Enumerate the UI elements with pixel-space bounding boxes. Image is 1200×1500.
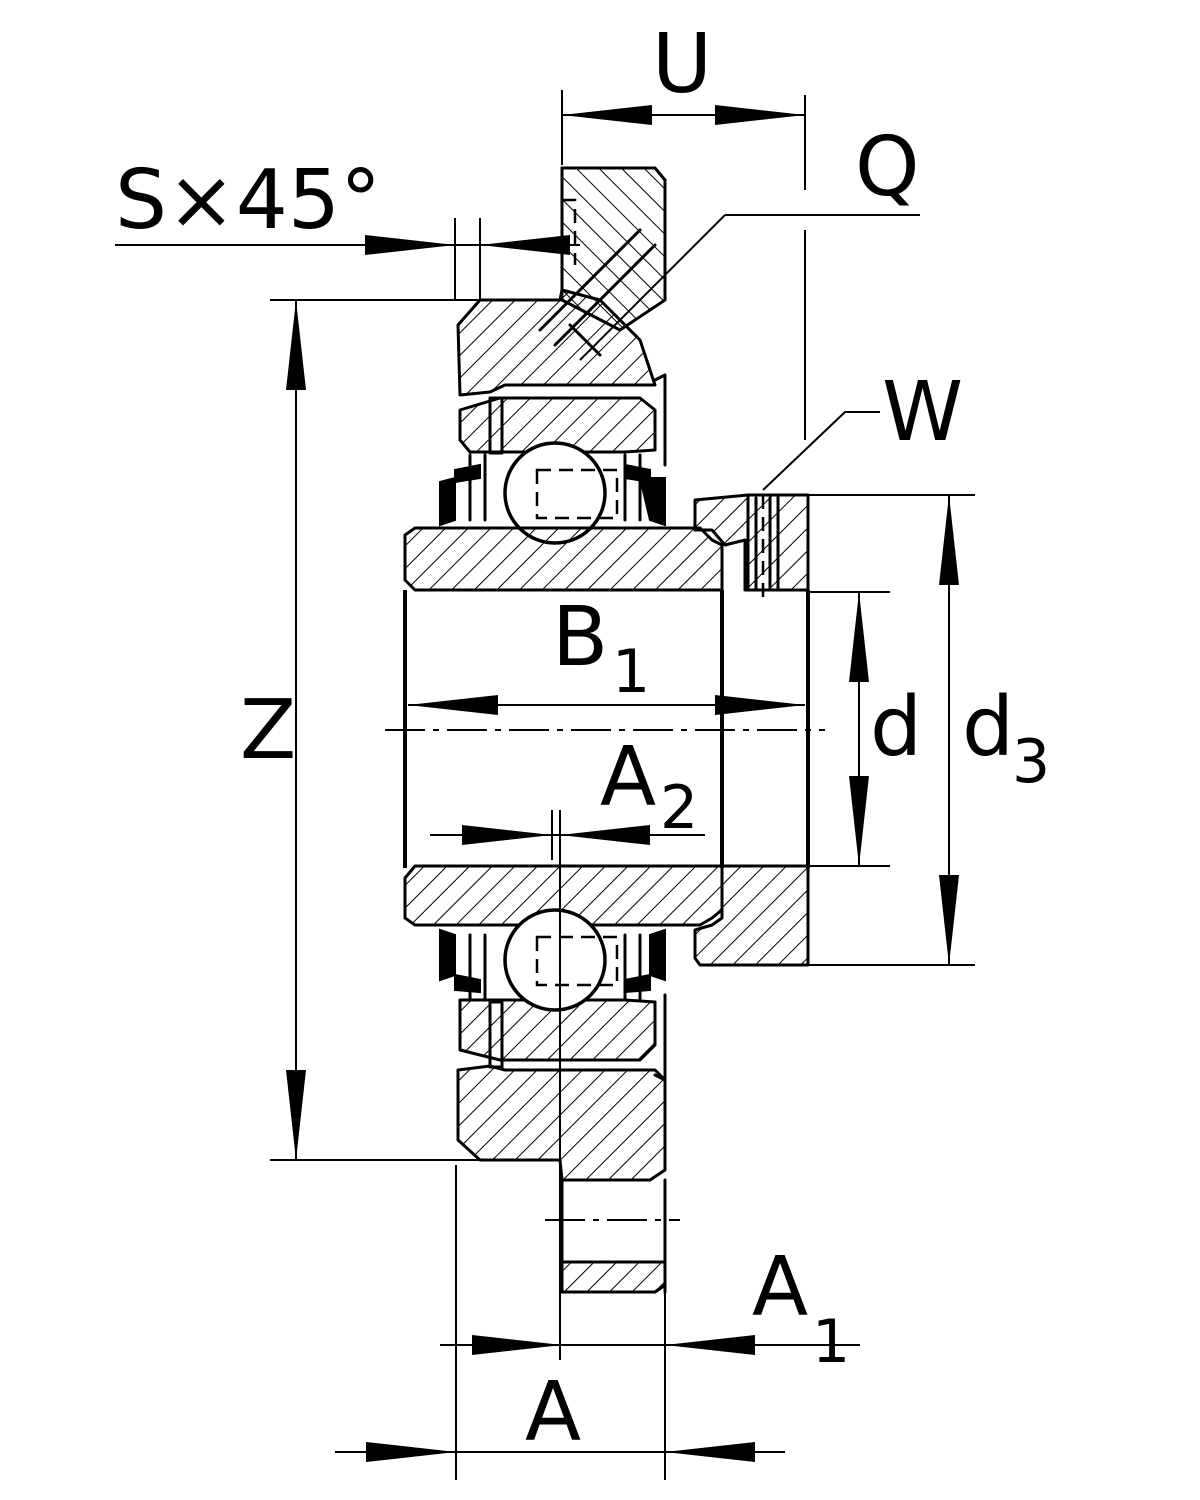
label-s45: S×45° <box>115 153 381 248</box>
label-a1-subscript: 1 <box>812 1307 850 1377</box>
shaft-bore <box>385 590 825 868</box>
label-b1-subscript: 1 <box>612 637 650 707</box>
bearing-bottom <box>439 908 667 1082</box>
label-z: Z <box>240 683 296 778</box>
inner-ring-bottom <box>403 864 724 927</box>
ball-bottom <box>503 908 607 1012</box>
dimension-lines <box>115 90 975 1480</box>
label-a: A <box>525 1365 581 1460</box>
dimension-labels: U Q S×45° W Z B 1 A 2 d d 3 A 1 A <box>115 17 1050 1460</box>
label-a1: A <box>752 1240 808 1335</box>
inner-ring-top <box>403 526 724 592</box>
housing-flange <box>456 166 667 1294</box>
bearing-top <box>439 373 667 545</box>
label-d3-subscript: 3 <box>1012 727 1050 797</box>
label-u: U <box>652 17 712 112</box>
locking-collar-bottom <box>693 864 810 967</box>
label-a2-subscript: 2 <box>660 773 698 843</box>
label-a2: A <box>600 730 656 825</box>
label-d: d <box>870 680 922 775</box>
locking-collar-top <box>693 493 810 600</box>
label-w: W <box>882 365 963 460</box>
label-q: Q <box>855 120 920 215</box>
label-d3: d <box>962 680 1014 775</box>
lubrication-channel <box>538 198 726 361</box>
label-b1: B <box>552 590 608 685</box>
